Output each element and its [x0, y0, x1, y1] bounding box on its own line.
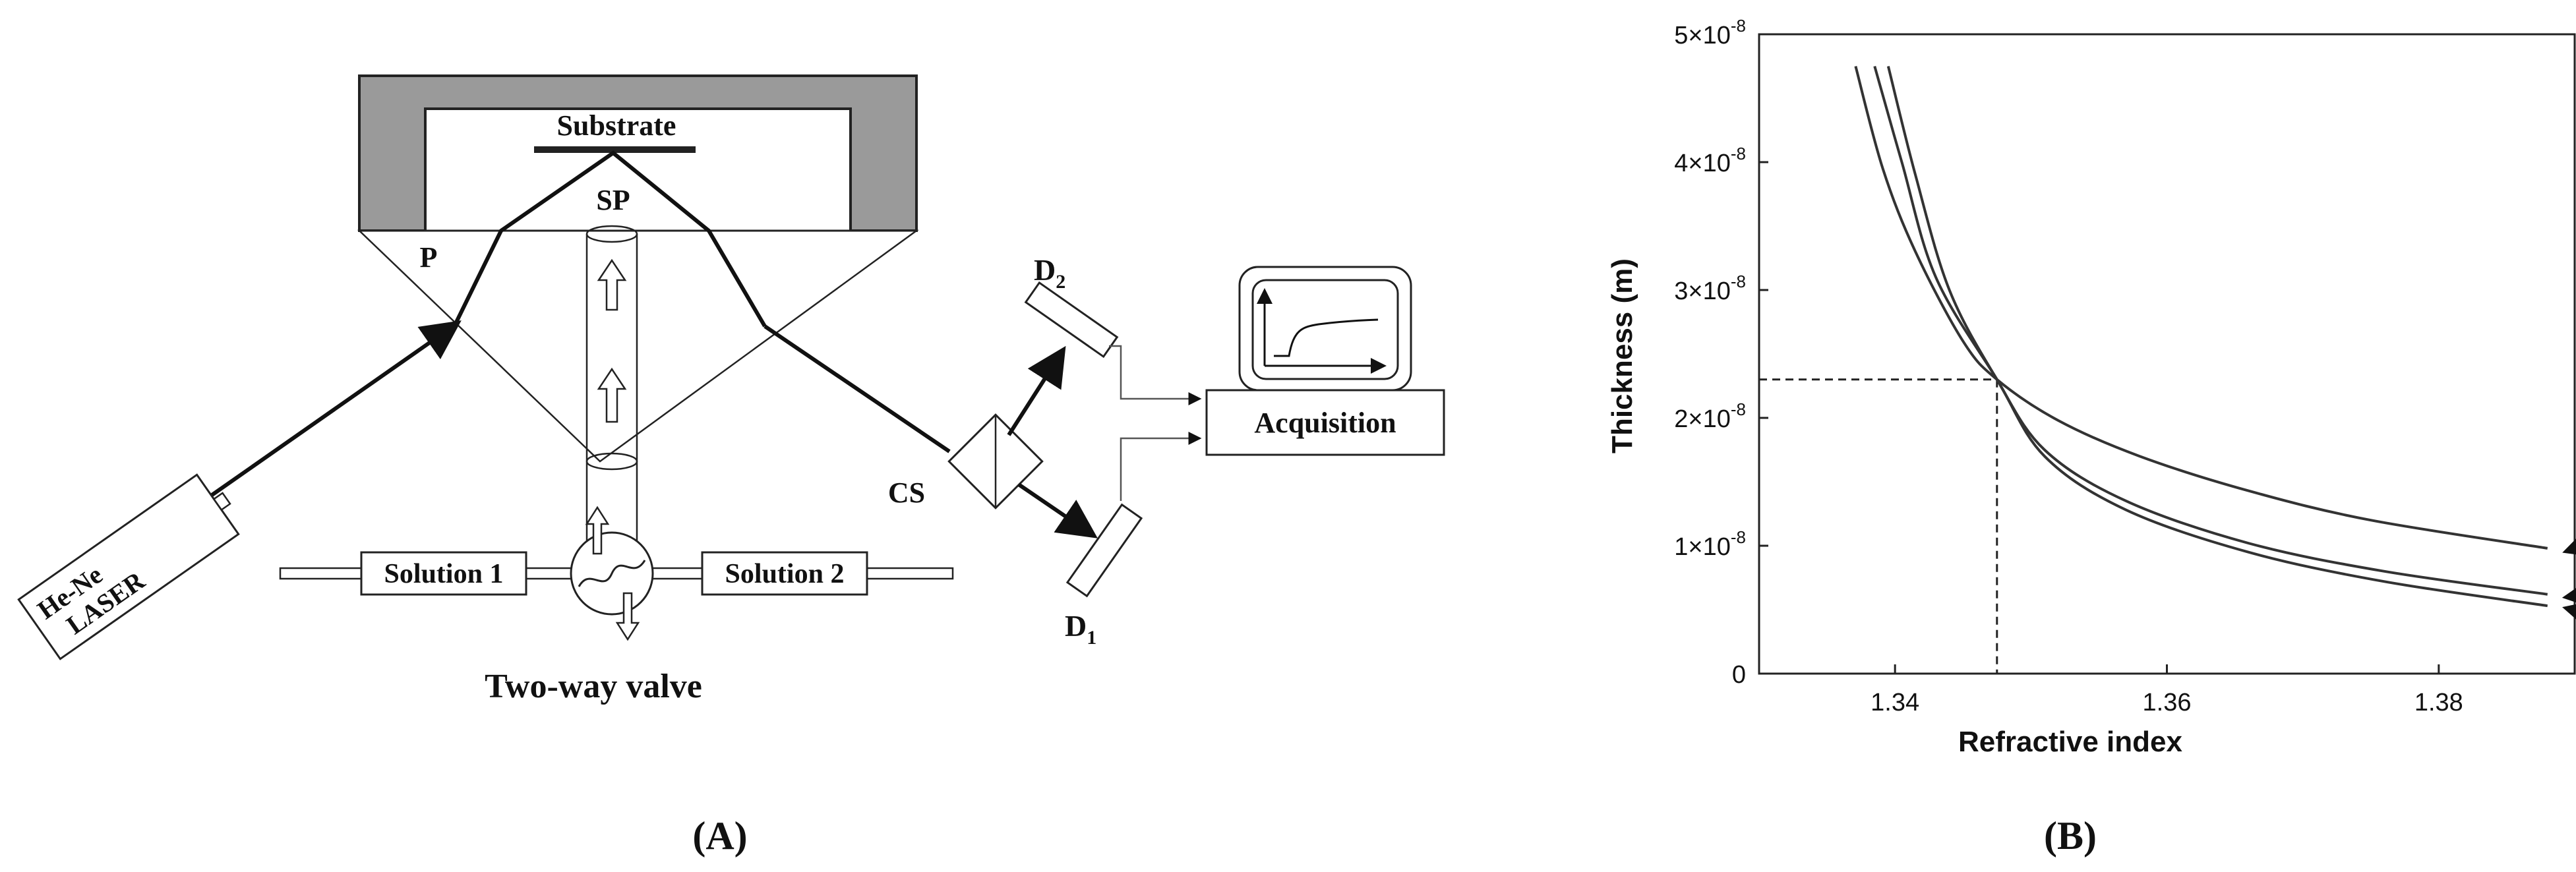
beam-to-d2	[1007, 345, 1066, 436]
detector-d1	[1065, 503, 1143, 598]
cube-splitter	[947, 413, 1044, 509]
solution-2-box	[701, 551, 868, 596]
prism-label: P	[420, 241, 438, 274]
signal-line-d2	[1109, 345, 1202, 405]
cs-label: CS	[888, 477, 925, 509]
y-tick-label: 5×10-8	[1674, 16, 1746, 49]
reference-lines	[1759, 378, 1998, 674]
signal-line-d1	[1120, 432, 1202, 501]
flow-tube	[585, 225, 638, 600]
solution-2-label: Solution 2	[725, 559, 845, 589]
x-tick-label: 1.38	[2414, 689, 2463, 716]
y-tick-label: 0	[1732, 661, 1746, 689]
sp-label: SP	[596, 184, 630, 216]
d2-label: D2	[1034, 253, 1065, 293]
caption-a: (A)	[692, 814, 747, 857]
substrate-plate	[534, 146, 696, 153]
x-axis-label: Refractive index	[1958, 726, 2182, 758]
y-tick-label: 1×10-8	[1674, 527, 1746, 561]
plot-frame	[1758, 33, 2576, 675]
he-ne-laser: He-Ne LASER	[17, 473, 240, 660]
caption-b: (B)	[2044, 814, 2097, 857]
solution-1-label: Solution 1	[384, 559, 504, 589]
y-axis-label: Thickness (m)	[1606, 258, 1638, 453]
x-tick-label: 1.34	[1871, 689, 1919, 716]
reflected-beam	[764, 324, 951, 453]
substrate-label: Substrate	[557, 109, 676, 142]
beam-to-d1	[1017, 482, 1098, 538]
acquisition-box	[1205, 389, 1445, 456]
setup-diagram: Substrate SP P He-Ne LASER Solut	[17, 74, 1445, 857]
flow-arrow-icon	[597, 258, 627, 311]
thickness-chart: 0 1×10-8 2×10-8 3×10-8 4×10-8 5×10-8 1.34 1.36…	[1606, 16, 2576, 857]
laser-beam	[210, 320, 462, 498]
monitor-icon	[1238, 266, 1412, 392]
detector-d2	[1024, 281, 1119, 359]
beam-in-prism	[453, 150, 767, 328]
acquisition-label: Acquisition	[1254, 407, 1396, 439]
series-line	[1873, 65, 2548, 608]
flow-cell-housing	[358, 74, 918, 232]
series-lines	[1854, 65, 2548, 608]
d1-label: D1	[1065, 609, 1096, 649]
x-axis-ticks: 1.34 1.36 1.38	[1871, 664, 2463, 716]
x-tick-label: 1.36	[2143, 689, 2192, 716]
flow-arrow-icon	[597, 367, 627, 423]
y-tick-label: 2×10-8	[1674, 399, 1746, 433]
y-tick-label: 4×10-8	[1674, 144, 1746, 177]
y-tick-label: 3×10-8	[1674, 272, 1746, 305]
solution-1-box	[360, 551, 527, 596]
series-line	[1854, 65, 2548, 550]
y-axis-ticks: 0 1×10-8 2×10-8 3×10-8 4×10-8 5×10-8	[1674, 16, 1768, 689]
valve-label: Two-way valve	[485, 668, 702, 705]
two-way-valve-icon	[570, 506, 654, 641]
series-line	[1886, 66, 2548, 596]
prism	[357, 229, 919, 463]
